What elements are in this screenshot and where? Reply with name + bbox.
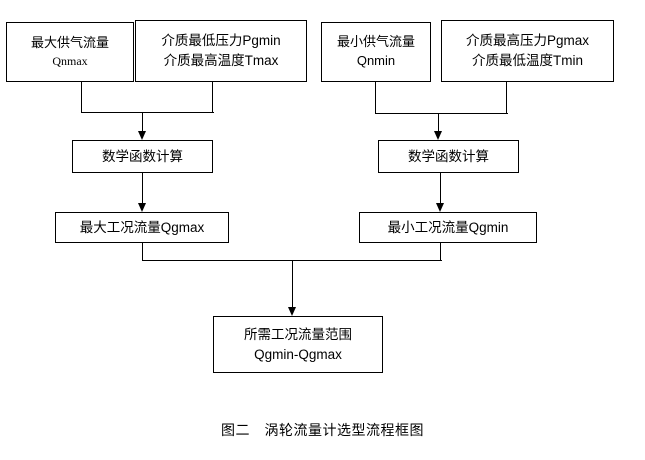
connector-pgmin-down <box>212 82 213 112</box>
node-qnmax-line1: 最大供气流量 <box>30 34 109 50</box>
node-math-function-calc-right: 数学函数计算 <box>378 140 519 173</box>
node-required-flow-range: 所需工况流量范围 Qgmin-Qgmax <box>213 316 383 373</box>
node-min-working-flow-qgmin: 最小工况流量Qgmin <box>359 212 537 243</box>
node-max-supply-flow: 最大供气流量 Qnmax <box>6 22 134 82</box>
connector-qnmax-down <box>81 82 82 112</box>
node-pgmax-tmin-line2: 介质最低温度Tmin <box>472 53 583 68</box>
node-min-supply-flow: 最小供气流量 Qnmin <box>321 22 431 82</box>
node-qnmin-line1: 最小供气流量 <box>336 34 415 50</box>
node-min-pressure-max-temp: 介质最低压力Pgmin 介质最高温度Tmax <box>135 20 307 82</box>
figure-caption: 图二 涡轮流量计选型流程框图 <box>221 422 424 438</box>
node-calc-right-line1: 数学函数计算 <box>408 148 489 164</box>
connector-right-merge-bar <box>375 113 508 114</box>
node-math-function-calc-left: 数学函数计算 <box>72 140 213 173</box>
connector-calcright-to-qgmin <box>440 173 441 203</box>
node-range-line1: 所需工况流量范围 <box>244 326 352 342</box>
connector-calcleft-to-qgmax <box>142 173 143 203</box>
node-qgmax-line1: 最大工况流量Qgmax <box>79 219 205 235</box>
arrow-into-calc-right <box>433 131 442 140</box>
connector-qnmin-down <box>375 82 376 113</box>
connector-bottom-merge-stem <box>292 260 293 307</box>
node-range-line2: Qgmin-Qgmax <box>254 346 342 362</box>
node-calc-left-line1: 数学函数计算 <box>102 148 183 164</box>
connector-right-merge-stem <box>438 113 439 131</box>
node-qgmin-line1: 最小工况流量Qgmin <box>387 219 509 235</box>
arrow-into-calc-left <box>137 131 146 140</box>
node-max-working-flow-qgmax: 最大工况流量Qgmax <box>55 212 229 243</box>
connector-left-merge-stem <box>142 112 143 131</box>
arrow-into-qgmin <box>435 203 444 212</box>
node-qnmax-line2: Qnmax <box>52 53 88 68</box>
connector-left-merge-bar <box>81 112 214 113</box>
connector-qgmax-down <box>142 243 143 260</box>
connector-qgmin-down <box>440 243 441 260</box>
node-pgmin-tmax-line1: 介质最低压力Pgmin <box>161 33 281 49</box>
node-pgmax-tmin-line1: 介质最高压力Pgmax <box>465 33 590 49</box>
node-max-pressure-min-temp: 介质最高压力Pgmax 介质最低温度Tmin <box>441 20 614 82</box>
node-pgmin-tmax-line2: 介质最高温度Tmax <box>163 53 279 68</box>
node-qnmin-line2: Qnmin <box>356 53 396 68</box>
connector-pgmax-down <box>506 82 507 113</box>
arrow-into-range <box>287 307 296 316</box>
arrow-into-qgmax <box>137 203 146 212</box>
